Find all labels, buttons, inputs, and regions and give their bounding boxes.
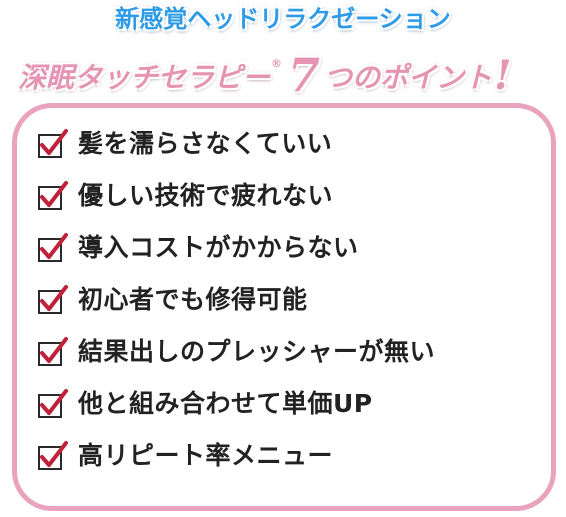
checkbox-checked-icon (38, 441, 68, 470)
points-panel (12, 103, 556, 511)
checkbox-checked-icon (38, 337, 68, 366)
checkbox-checked-icon (38, 389, 68, 418)
subheadline-suffix: つのポイント (324, 61, 493, 94)
point-label: 高リピート率メニュー (78, 441, 334, 470)
point-item: 初心者でも修得可能 (36, 274, 435, 326)
point-item: 優しい技術で疲れない (36, 170, 435, 222)
checkbox-checked-icon (38, 181, 68, 210)
registered-mark: ® (271, 57, 283, 70)
point-item: 高リピート率メニュー (36, 430, 435, 482)
point-label: 他と組み合わせて単価UP (78, 389, 373, 418)
points-list: 髪を濡らさなくていい 優しい技術で疲れない 導入コストがかからない 初心者でも修… (36, 118, 435, 482)
point-item: 他と組み合わせて単価UP (36, 378, 435, 430)
subheadline-exclamation: ! (494, 52, 512, 99)
point-item: 髪を濡らさなくていい (36, 118, 435, 170)
checkbox-checked-icon (38, 129, 68, 158)
subheadline-brand: 深眠タッチセラピー (18, 61, 271, 94)
checkbox-checked-icon (38, 233, 68, 262)
subheadline: 深眠タッチセラピー ® 7 つのポイント ! (18, 50, 558, 98)
subheadline-number: 7 (288, 48, 321, 102)
headline: 新感覚ヘッドリラクゼーション (115, 5, 451, 33)
point-item: 結果出しのプレッシャーが無い (36, 326, 435, 378)
point-label: 導入コストがかからない (78, 233, 359, 262)
point-label: 優しい技術で疲れない (78, 181, 334, 210)
checkbox-checked-icon (38, 285, 68, 314)
point-label: 結果出しのプレッシャーが無い (78, 337, 436, 366)
point-label: 髪を濡らさなくていい (78, 129, 333, 158)
point-item: 導入コストがかからない (36, 222, 435, 274)
point-label: 初心者でも修得可能 (78, 285, 308, 314)
